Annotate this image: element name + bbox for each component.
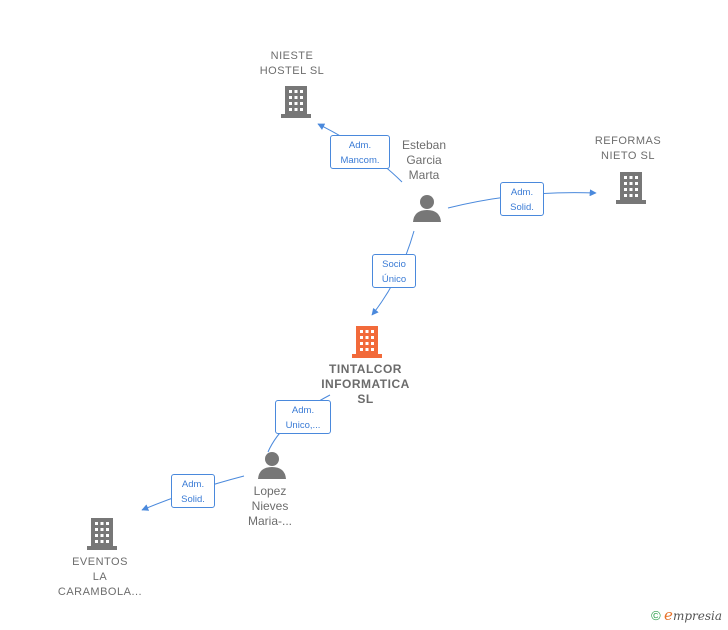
edge-label-adm-solid-reformas[interactable]: Adm. Solid. — [500, 182, 544, 216]
edge-label-line: Adm. — [510, 187, 534, 198]
node-label-line: CARAMBOLA... — [57, 586, 143, 598]
building-icon-nieste[interactable] — [281, 84, 311, 118]
node-label-line: SL — [357, 392, 374, 406]
empresia-logo: © empresia — [651, 606, 722, 624]
building-icon-tintalcor[interactable] — [352, 324, 382, 358]
building-icon-reformas[interactable] — [616, 170, 646, 204]
node-label-tintalcor[interactable]: TINTALCOR INFORMATICA SL — [298, 362, 433, 407]
copyright-icon: © — [651, 608, 661, 623]
edge-label-line: Socio — [382, 259, 406, 270]
node-label-line: LA — [92, 571, 108, 583]
node-label-line: TINTALCOR — [329, 362, 402, 376]
person-icon-lopez[interactable] — [257, 451, 287, 479]
edge-label-line: Único — [381, 274, 407, 285]
node-label-reformas[interactable]: REFORMAS NIETO SL — [568, 134, 688, 164]
node-label-line: REFORMAS — [594, 135, 662, 147]
person-icon-esteban[interactable] — [412, 194, 442, 222]
edge-label-line: Mancom. — [340, 155, 380, 166]
node-label-line: Nieves — [251, 499, 289, 513]
edge-label-line: Adm. — [181, 479, 205, 490]
node-label-line: EVENTOS — [72, 556, 128, 568]
edge-label-line: Solid. — [510, 202, 534, 213]
node-label-lopez[interactable]: Lopez Nieves Maria-... — [220, 484, 320, 529]
brand-name: mpresia — [672, 609, 722, 623]
node-label-line: Lopez — [253, 484, 287, 498]
node-label-line: NIETO SL — [601, 150, 655, 162]
edge-label-adm-mancom[interactable]: Adm. Mancom. — [330, 135, 390, 169]
node-label-line: Garcia — [406, 153, 442, 167]
edge-label-socio-unico[interactable]: Socio Único — [372, 254, 416, 288]
node-label-esteban[interactable]: Esteban Garcia Marta — [374, 138, 474, 183]
edge-label-adm-solid-eventos[interactable]: Adm. Solid. — [171, 474, 215, 508]
edge-label-line: Adm. — [348, 140, 372, 151]
node-label-line: INFORMATICA — [321, 377, 410, 391]
edge-label-line: Adm. — [291, 405, 315, 416]
brand-initial: e — [664, 606, 673, 624]
node-label-line: Maria-... — [247, 514, 292, 528]
node-label-nieste[interactable]: NIESTE HOSTEL SL — [232, 49, 352, 79]
edge-label-adm-unico[interactable]: Adm. Unico,... — [275, 400, 331, 434]
node-label-line: Esteban — [401, 138, 447, 152]
node-label-line: HOSTEL SL — [259, 65, 325, 77]
brand-wordmark: empresia — [664, 606, 722, 624]
node-label-line: Marta — [408, 168, 440, 182]
node-label-line: NIESTE — [270, 50, 314, 62]
edge-label-line: Solid. — [181, 494, 205, 505]
edge-label-line: Unico,... — [285, 420, 321, 431]
node-label-eventos[interactable]: EVENTOS LA CARAMBOLA... — [45, 555, 155, 600]
building-icon-eventos[interactable] — [87, 516, 117, 550]
